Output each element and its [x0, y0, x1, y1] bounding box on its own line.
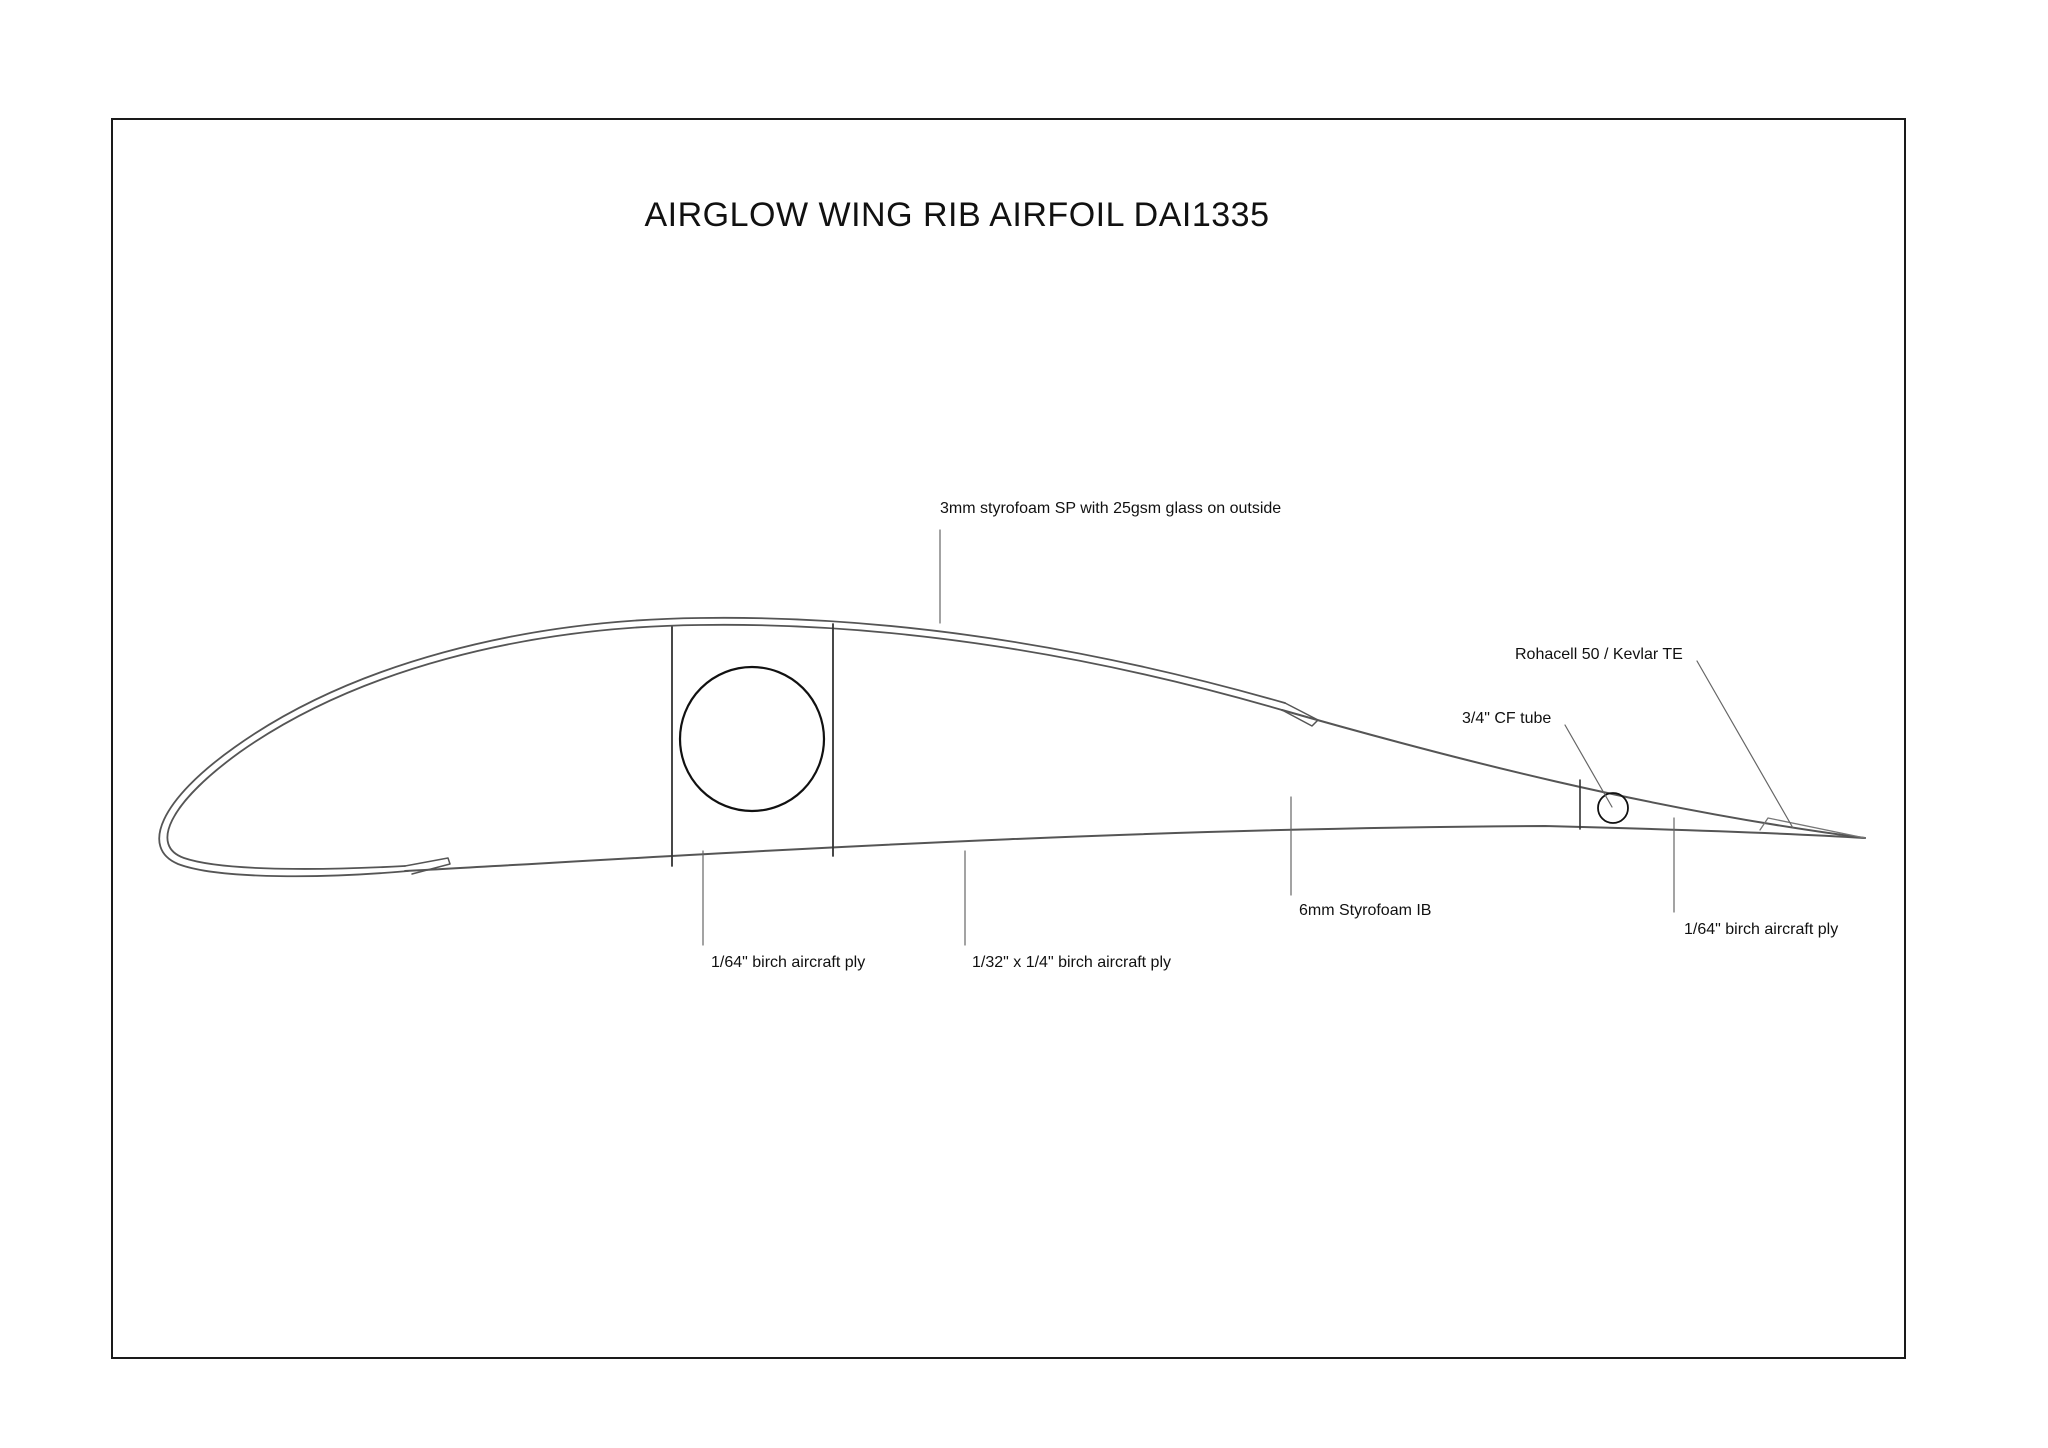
leader-cf-tube: [1564, 724, 1613, 808]
upper-surface-aft: [1281, 709, 1866, 839]
label-aft-ply: 1/64" birch aircraft ply: [1684, 921, 1839, 938]
label-cf-tube: 3/4" CF tube: [1462, 710, 1552, 727]
label-core: 6mm Styrofoam IB: [1299, 902, 1432, 919]
trailing-edge-wedge: [1759, 817, 1866, 839]
cf-tube-circle: [1597, 792, 1629, 824]
label-top-skin: 3mm styrofoam SP with 25gsm glass on out…: [940, 500, 1282, 517]
lower-surface: [404, 825, 1866, 872]
spar-tube-circle: [678, 665, 826, 813]
airfoil-inner-skin: [166, 623, 1283, 870]
airfoil-outer-skin: [158, 616, 1286, 878]
drawing-title: AIRGLOW WING RIB AIRFOIL DAI1335: [644, 196, 1270, 234]
leader-te-material: [1696, 660, 1794, 829]
label-spar-ply: 1/64" birch aircraft ply: [711, 954, 866, 971]
drawing-frame: [111, 118, 1906, 1359]
top-skin-end-tab: [1281, 702, 1319, 727]
label-cap-strip: 1/32" x 1/4" birch aircraft ply: [972, 954, 1171, 971]
label-te-material: Rohacell 50 / Kevlar TE: [1515, 646, 1683, 663]
